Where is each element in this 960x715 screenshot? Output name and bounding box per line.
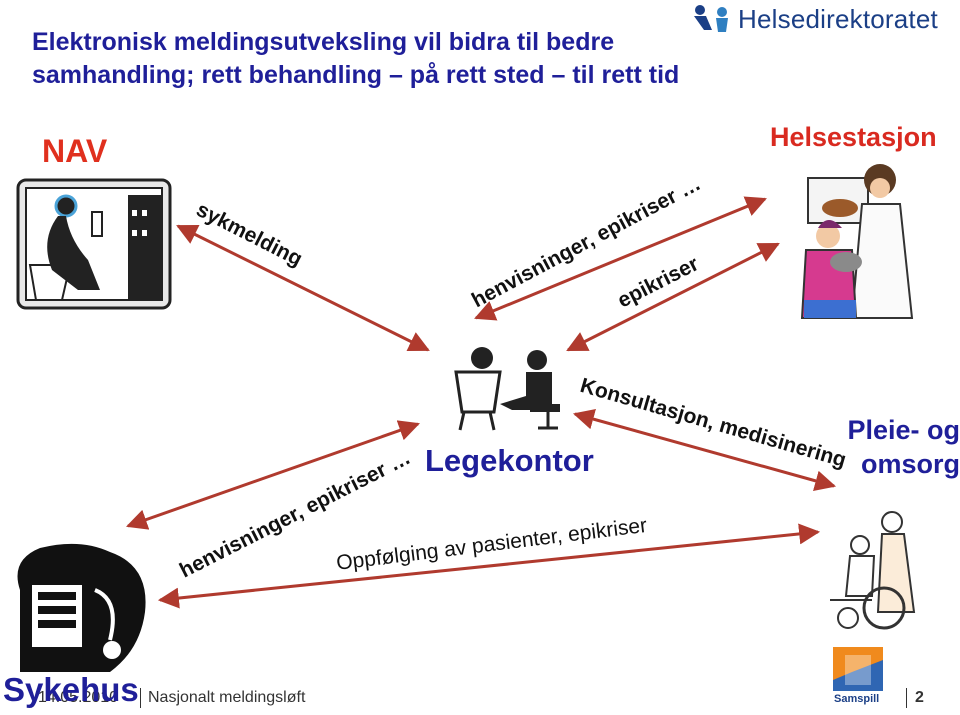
nav-office-illustration — [16, 178, 172, 310]
node-pleie-omsorg: Pleie- og omsorg — [842, 413, 960, 481]
title-line-1: Elektronisk meldingsutveksling vil bidra… — [32, 28, 615, 56]
samspill-label: Samspill — [834, 693, 880, 705]
logo-text: Helsedirektoratet — [738, 4, 938, 34]
node-sykehus: Sykehus — [3, 671, 139, 708]
title-line-2: samhandling; rett behandling – på rett s… — [32, 61, 680, 89]
flow-arrows — [126, 196, 837, 609]
footer-text: Nasjonalt meldingsløft — [148, 689, 306, 706]
node-legekontor: Legekontor — [425, 443, 594, 478]
page-number: 2 — [915, 689, 924, 706]
footer-separator-1 — [140, 688, 141, 708]
footer-date: 14.05.2010 — [38, 689, 119, 706]
node-nav: NAV — [42, 133, 108, 169]
samspill-logo — [833, 647, 883, 691]
arrow-sykehus-pleie — [157, 523, 821, 609]
arrow-helsestasjon-legekontor-2 — [566, 242, 780, 352]
legekontor-illustration — [454, 347, 560, 431]
sykehus-illustration — [17, 543, 146, 672]
arrow-nav-legekontor — [176, 224, 430, 352]
pleie-line-2: omsorg — [860, 449, 960, 479]
footer-separator-2 — [906, 688, 907, 708]
arrow-sykehus-legekontor — [126, 420, 420, 530]
pleie-omsorg-illustration — [830, 511, 916, 630]
slide-title: Elektronisk meldingsutveksling vil bidra… — [32, 26, 712, 92]
node-helsestasjon: Helsestasjon — [770, 122, 937, 152]
arrow-legekontor-pleie — [572, 408, 837, 492]
helsestasjon-illustration — [800, 164, 914, 319]
pleie-line-1: Pleie- og — [847, 415, 960, 445]
